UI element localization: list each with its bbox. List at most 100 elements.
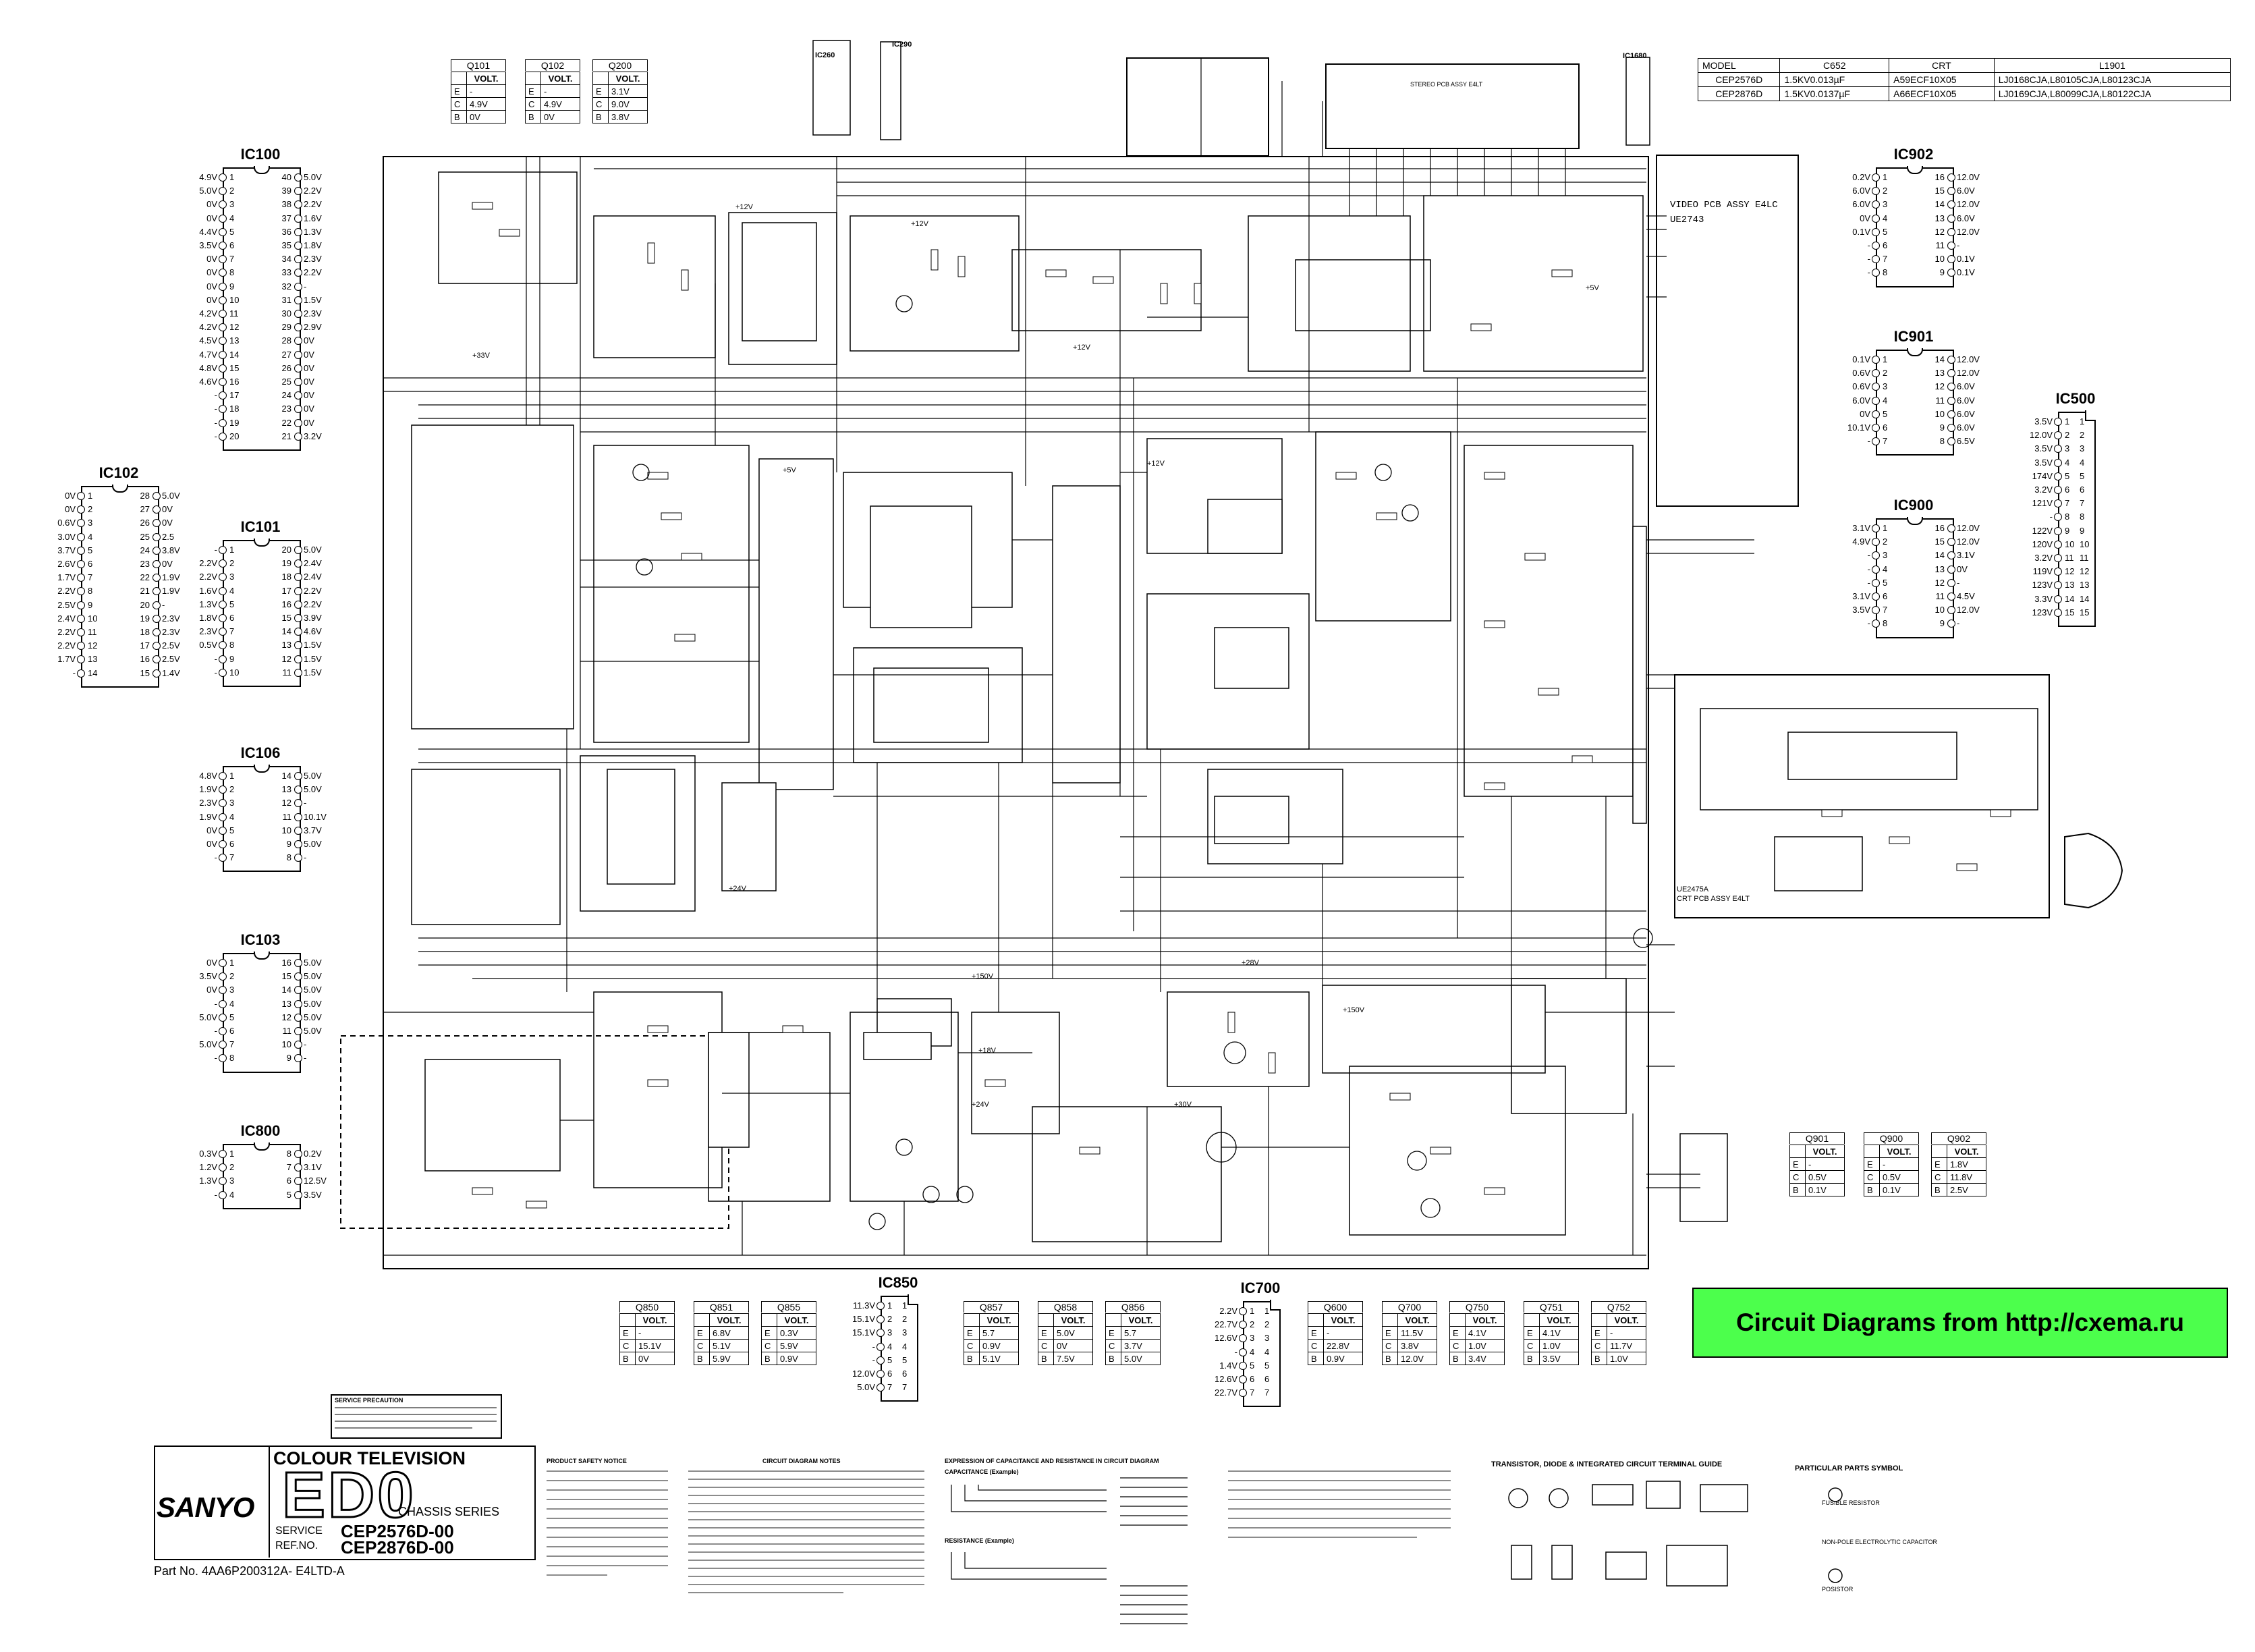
pin-dot: [2054, 418, 2062, 426]
pin-dot: [1947, 565, 1955, 574]
pin-dot: [2054, 472, 2062, 480]
pin-number: 33: [281, 267, 291, 278]
pin-voltage: 6.5V: [1957, 436, 1975, 447]
pin-dot: [294, 546, 302, 554]
pin-voltage: 0.1V: [1957, 267, 1975, 278]
ic-title-ic103: IC103: [240, 931, 281, 948]
pin-dot: [77, 492, 85, 500]
pin-voltage: 2.6V: [57, 559, 76, 569]
svg-text:+33V: +33V: [472, 352, 491, 360]
pin-dot: [294, 1041, 302, 1049]
pin-number: 6: [88, 559, 93, 569]
pin-number: 5: [887, 1354, 893, 1365]
pin-number: 14: [1934, 354, 1945, 364]
pin-voltage: 12.0V: [1957, 605, 1980, 615]
pin-number: 8: [229, 1053, 235, 1064]
pin-number: 9: [1939, 422, 1945, 433]
pin-voltage: 0V: [162, 504, 173, 515]
pin-voltage: 5.0V: [304, 958, 322, 968]
pin-dot: [1239, 1334, 1247, 1343]
pin-dot: [1239, 1375, 1247, 1383]
pin-dot: [294, 972, 302, 981]
pin-dot: [77, 560, 85, 568]
pin-voltage: 2.4V: [304, 572, 322, 582]
terminal-voltage: 5.9V: [777, 1339, 816, 1352]
pin-voltage: 0V: [304, 377, 314, 387]
pin-voltage: -: [214, 1053, 217, 1064]
transistor-name-q858: Q858: [1038, 1301, 1093, 1313]
pin-dot: [294, 1013, 302, 1022]
pin-dot: [1947, 437, 1955, 446]
pin-dot: [219, 546, 227, 554]
pin-dot: [152, 614, 161, 623]
chassis-series: CHASSIS SERIES: [398, 1505, 500, 1518]
pin-voltage: 2.3V: [199, 798, 217, 808]
terminal-voltage: 5.1V: [709, 1339, 749, 1352]
pin-number: 4: [229, 811, 235, 822]
pin-voltage: 6.0V: [1957, 186, 1975, 196]
pin-number: 18: [140, 627, 150, 637]
circuit-notes-title: CIRCUIT DIAGRAM NOTES: [762, 1458, 841, 1464]
volt-header: VOLT.: [1465, 1313, 1505, 1327]
pin-voltage: 3.2V: [2034, 553, 2053, 563]
pin-voltage: 2.2V: [57, 586, 76, 597]
pin-number: 5: [88, 545, 93, 555]
pin-dot: [219, 628, 227, 636]
terminal-voltage: -: [1805, 1157, 1845, 1171]
pin-number: 8: [286, 1149, 291, 1159]
pin-number: 1: [229, 958, 235, 968]
pin-voltage: 0.1V: [1852, 226, 1870, 237]
pin-number: 11: [1935, 395, 1945, 406]
pin-dot: [294, 418, 302, 427]
pin-voltage: 3.7V: [57, 545, 76, 555]
pin-number: 20: [140, 599, 150, 610]
pin-voltage: 1.8V: [304, 240, 322, 250]
nonpolar-label: NON-POLE ELECTROLYTIC CAPACITOR: [1822, 1539, 1938, 1545]
pin-number: 8: [1883, 267, 1888, 278]
pin-number: 4: [1250, 1346, 1255, 1357]
model-cell: CEP2576D: [1697, 72, 1781, 87]
pin-voltage: -: [1867, 267, 1870, 278]
pin-dot: [1872, 200, 1880, 209]
pin-voltage: 6.0V: [1957, 422, 1975, 433]
pin-dot: [294, 432, 302, 441]
pin-number: 4: [229, 585, 235, 596]
pin-number: 12: [2065, 566, 2075, 577]
pin-dot: [152, 492, 161, 500]
pin-voltage: 12.0V: [1957, 536, 1980, 547]
pin-dot: [1947, 187, 1955, 196]
pin-voltage: 1.9V: [162, 586, 180, 597]
pin-number: 6: [1250, 1374, 1255, 1384]
pin-dot: [2054, 554, 2062, 562]
pin-number: 18: [281, 572, 291, 582]
pin-number: 10: [229, 294, 240, 305]
pin-dot: [294, 282, 302, 291]
capacitance-example: CAPACITANCE (Example): [945, 1468, 1019, 1475]
transistor-name-q902: Q902: [1931, 1132, 1986, 1144]
pin-dot: [219, 296, 227, 304]
pin-number: 3: [88, 518, 93, 528]
pin-number: 7: [2080, 498, 2085, 509]
terminal-voltage: 3.4V: [1465, 1352, 1505, 1365]
pin-number: 4: [887, 1341, 893, 1352]
pin-number: 40: [281, 172, 291, 182]
pin-dot: [294, 1027, 302, 1035]
pin-number: 3: [1883, 381, 1888, 392]
pin-dot: [219, 214, 227, 223]
pin-number: 21: [140, 586, 150, 597]
pin-dot: [219, 641, 227, 650]
pin-voltage: 1.4V: [1219, 1360, 1237, 1371]
pin-voltage: 5.0V: [857, 1382, 875, 1393]
pin-voltage: -: [214, 1189, 217, 1200]
pin-voltage: 0V: [304, 349, 314, 360]
pin-voltage: 0V: [1860, 213, 1870, 223]
pin-voltage: -: [2049, 512, 2053, 522]
ic-title-ic900: IC900: [1893, 497, 1934, 514]
ic-title-ic101: IC101: [240, 518, 281, 535]
pin-voltage: 1.3V: [304, 226, 322, 237]
pin-dot: [294, 350, 302, 359]
